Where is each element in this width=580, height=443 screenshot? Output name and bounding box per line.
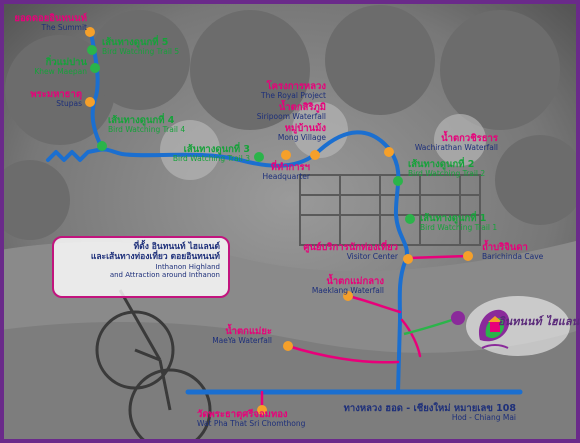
marker-khew-maepan [90, 63, 100, 73]
logo-text: อินทนนท์ ไฮแลนด์ [498, 315, 580, 328]
label-headquarter-en: Headquarter [262, 171, 310, 181]
main-road [46, 130, 409, 394]
label-mong-village-th: หมู่บ้านม้ง [284, 123, 326, 134]
label-wachirathan: น้ำตกวชิรธาร Wachirathan Waterfall [415, 134, 498, 152]
label-wachirathan-en: Wachirathan Waterfall [414, 142, 498, 152]
legend-en-line2: and Attraction around Inthanon [109, 270, 220, 279]
legend-box: ที่ตั้ง อินทนนท์ ไฮแลนด์ และเส้นทางท่องเ… [52, 236, 230, 298]
label-road-108: ทางหลวง ฮอด - เชียงใหม่ หมายเลข 108 Hod … [344, 404, 516, 422]
lawn-area [0, 322, 580, 443]
marker-visitor-center [403, 254, 413, 264]
label-trail3: เส้นทางดูนกที่ 3 Bird Watching Trail 3 [173, 145, 250, 163]
label-trail5-th: เส้นทางดูนกที่ 5 [102, 37, 169, 48]
marker-inthanon-highland [451, 311, 465, 325]
label-maeya-en: MaeYa Waterfall [212, 335, 272, 345]
label-visitor-center: ศูนย์บริการนักท่องเที่ยว Visitor Center [303, 243, 398, 261]
label-trail4: เส้นทางดูนกที่ 4 Bird Watching Trail 4 [108, 116, 185, 134]
label-maeklang-th: น้ำตกแม่กลาง [326, 276, 384, 287]
label-barichinda-en: Barichinda Cave [482, 251, 544, 261]
label-royal-project-en: The Royal Project [261, 90, 326, 100]
label-trail5-en: Bird Watching Trail 5 [102, 46, 180, 56]
sky-gaps [160, 102, 486, 180]
label-visitor-center-en: Visitor Center [346, 251, 398, 261]
label-barichinda: ถ้ำบริจินดา Barichinda Cave [482, 243, 543, 261]
label-siripoom-th: น้ำตกสิริภูมิ [278, 102, 326, 113]
legend-en-line1: Inthanon Highland [155, 262, 220, 271]
label-siripoom: น้ำตกสิริภูมิ Siripoom Waterfall [257, 103, 326, 121]
label-royal-project: โครงการหลวง The Royal Project [261, 82, 326, 100]
label-wachirathan-th: น้ำตกวชิรธาร [441, 133, 498, 144]
label-trail2-en: Bird Watching Trail 2 [408, 168, 486, 178]
label-maeya-th: น้ำตกแม่ยะ [225, 326, 272, 337]
branch-barichinda [406, 254, 470, 260]
fence-structure [299, 174, 481, 246]
label-trail1-th: เส้นทางดูนกที่ 1 [420, 213, 487, 224]
label-maeya: น้ำตกแม่ยะ MaeYa Waterfall [212, 327, 272, 345]
label-khew-maepan: กิ่วแม่ปาน Khew Maepan [34, 58, 87, 76]
label-road-108-en: Hod - Chiang Mai [451, 412, 516, 422]
markers [85, 27, 473, 415]
label-summit-th: ยอดดอยอินทนนท์ [14, 13, 87, 24]
label-wat-phra-that: วัดพระธาตุศรีจอมทอง Wat Pha That Sri Cho… [197, 410, 305, 428]
marker-trail4 [97, 141, 107, 151]
bicycle-shape [95, 289, 212, 443]
label-road-108-th: ทางหลวง ฮอด - เชียงใหม่ หมายเลข 108 [343, 403, 516, 414]
label-headquarter: ที่ทำการฯ Headquarter [263, 163, 310, 181]
marker-wachirathan [384, 147, 394, 157]
label-stupas-th: พระมหาธาตุ [30, 89, 82, 100]
label-stupas: พระมหาธาตุ Stupas [30, 90, 82, 108]
marker-stupas [85, 97, 95, 107]
legend-th-line1: ที่ตั้ง อินทนนท์ ไฮแลนด์ [133, 242, 220, 252]
label-trail2-th: เส้นทางดูนกที่ 2 [408, 159, 475, 170]
logo-emblem-icon [466, 296, 570, 356]
label-trail3-th: เส้นทางดูนกที่ 3 [183, 144, 250, 155]
label-wat-phra-that-th: วัดพระธาตุศรีจอมทอง [197, 409, 288, 420]
label-trail2: เส้นทางดูนกที่ 2 Bird Watching Trail 2 [408, 160, 485, 178]
marker-wat-phra-that [257, 405, 267, 415]
marker-trail2 [393, 176, 403, 186]
label-barichinda-th: ถ้ำบริจินดา [482, 242, 528, 253]
label-siripoom-en: Siripoom Waterfall [256, 111, 326, 121]
branch-maeklang-south [400, 318, 422, 358]
label-trail5: เส้นทางดูนกที่ 5 Bird Watching Trail 5 [102, 38, 179, 56]
label-khew-maepan-en: Khew Maepan [34, 66, 87, 76]
marker-trail5 [87, 45, 97, 55]
label-trail1: เส้นทางดูนกที่ 1 Bird Watching Trail 1 [420, 214, 497, 232]
marker-trail3 [254, 152, 264, 162]
label-wat-phra-that-en: Wat Pha That Sri Chomthong [197, 418, 306, 428]
label-maeklang: น้ำตกแม่กลาง Maeklang Waterfall [312, 277, 384, 295]
label-headquarter-th: ที่ทำการฯ [270, 162, 310, 173]
summit-road [90, 36, 104, 150]
label-trail1-en: Bird Watching Trail 1 [420, 222, 498, 232]
label-summit-en: The Summit [41, 22, 87, 32]
inthanon-highland-logo: อินทนนท์ ไฮแลนด์ [462, 290, 580, 360]
marker-barichinda [463, 251, 473, 261]
marker-mong-village [310, 150, 320, 160]
label-maeklang-en: Maeklang Waterfall [311, 285, 384, 295]
label-royal-project-th: โครงการหลวง [266, 81, 326, 92]
marker-trail1 [405, 214, 415, 224]
label-mong-village-en: Mong Village [277, 132, 326, 142]
label-visitor-center-th: ศูนย์บริการนักท่องเที่ยว [303, 242, 398, 253]
tree-shapes [0, 5, 580, 240]
marker-summit [85, 27, 95, 37]
label-stupas-en: Stupas [56, 98, 82, 108]
label-trail4-en: Bird Watching Trail 4 [108, 124, 186, 134]
label-trail4-th: เส้นทางดูนกที่ 4 [108, 115, 175, 126]
label-trail3-en: Bird Watching Trail 3 [172, 153, 250, 163]
marker-headquarter [281, 150, 291, 160]
label-summit: ยอดดอยอินทนนท์ The Summit [14, 14, 87, 32]
legend-th-line2: และเส้นทางท่องเที่ยว ดอยอินทนนท์ [90, 251, 220, 262]
marker-maeya [283, 341, 293, 351]
label-mong-village: หมู่บ้านม้ง Mong Village [278, 124, 326, 142]
branch-maeya [286, 344, 400, 364]
marker-maeklang [343, 291, 353, 301]
label-khew-maepan-th: กิ่วแม่ปาน [45, 57, 87, 68]
